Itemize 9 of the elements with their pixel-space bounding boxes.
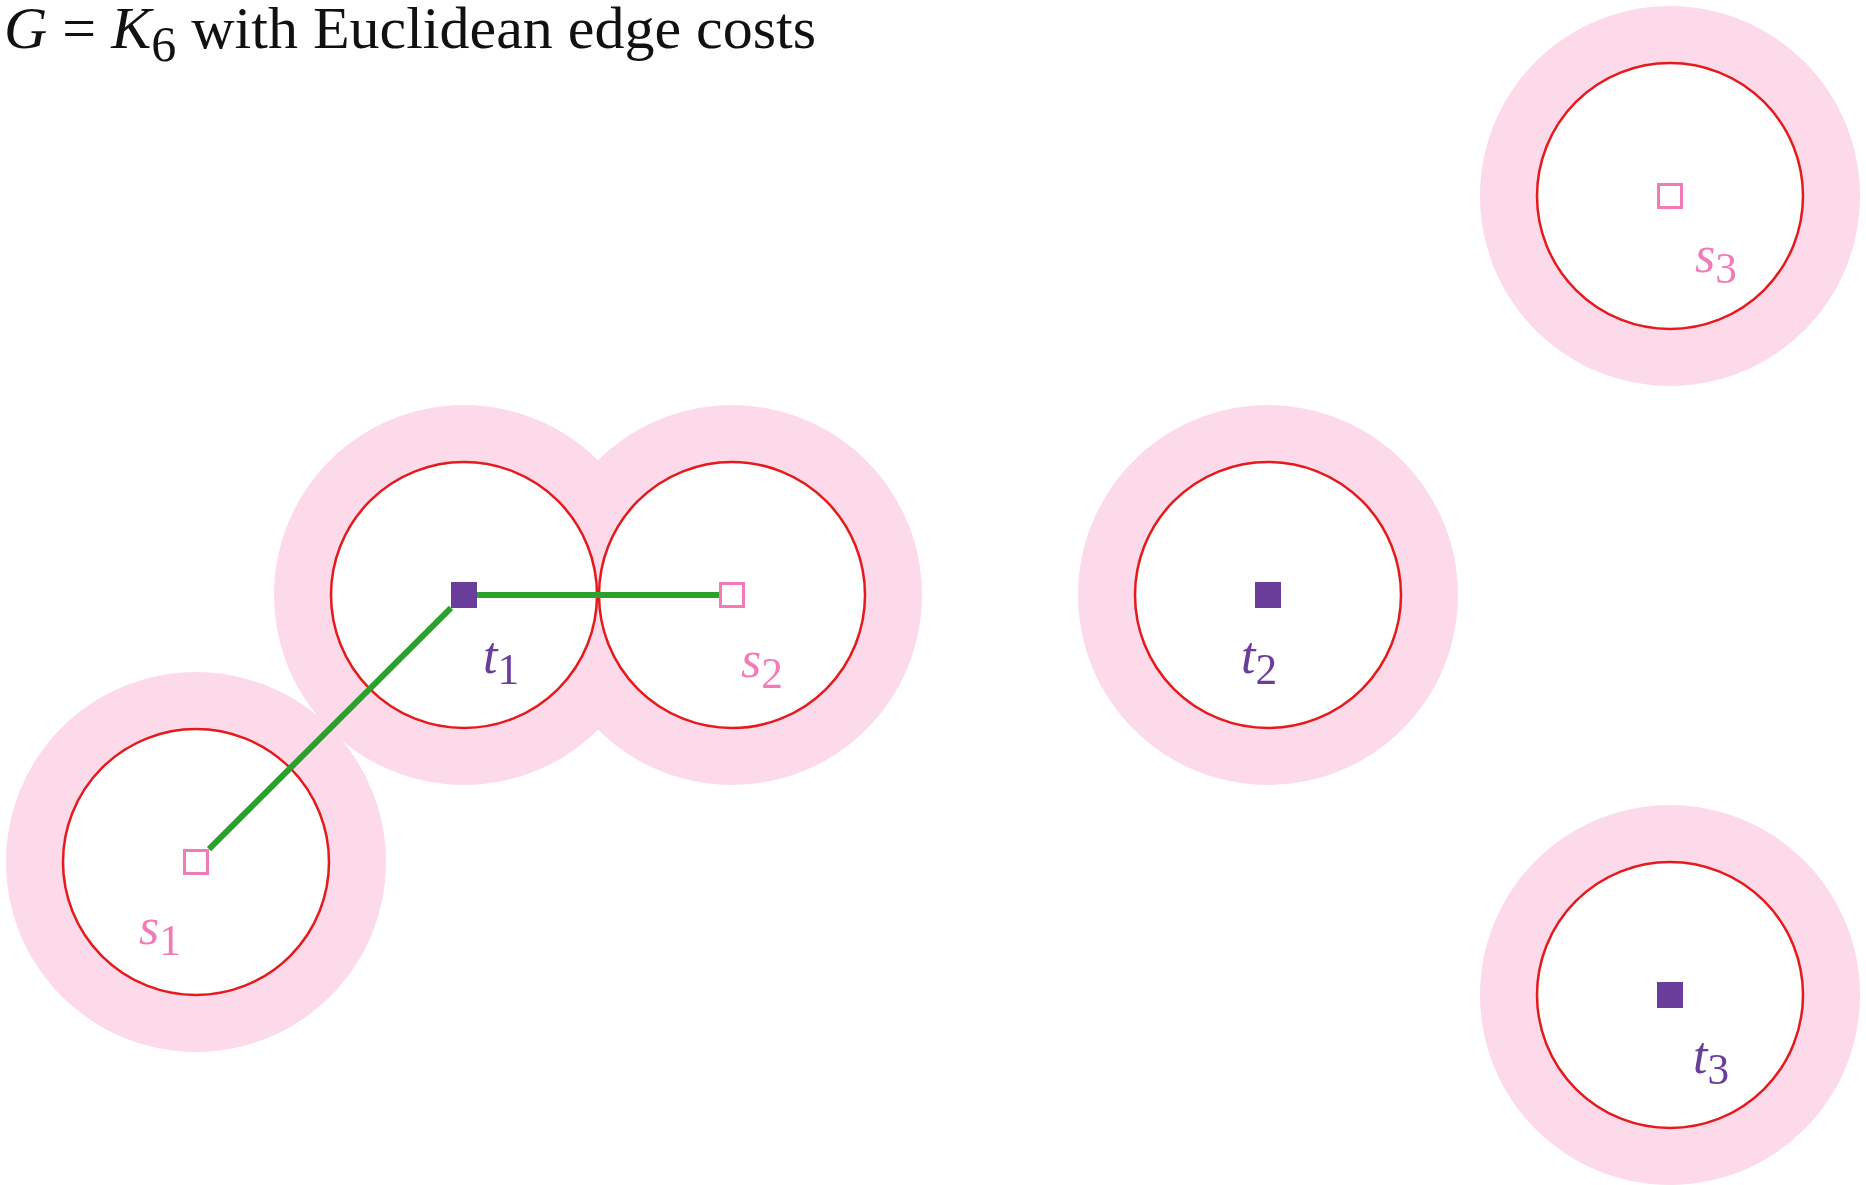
vertex-label: t$_{1}$: [483, 630, 520, 692]
connector-line: [477, 592, 719, 598]
diagram-title: G = K$_{6}$ with Euclidean edge costs: [4, 0, 817, 73]
vertex-label: s$_{2}$: [741, 634, 783, 696]
connector-line: [206, 605, 454, 852]
vertex-label: t$_{3}$: [1693, 1030, 1730, 1092]
vertex-label: s$_{1}$: [139, 901, 181, 963]
vertex-label: t$_{2}$: [1241, 630, 1278, 692]
vertex-label: s$_{3}$: [1695, 229, 1737, 291]
